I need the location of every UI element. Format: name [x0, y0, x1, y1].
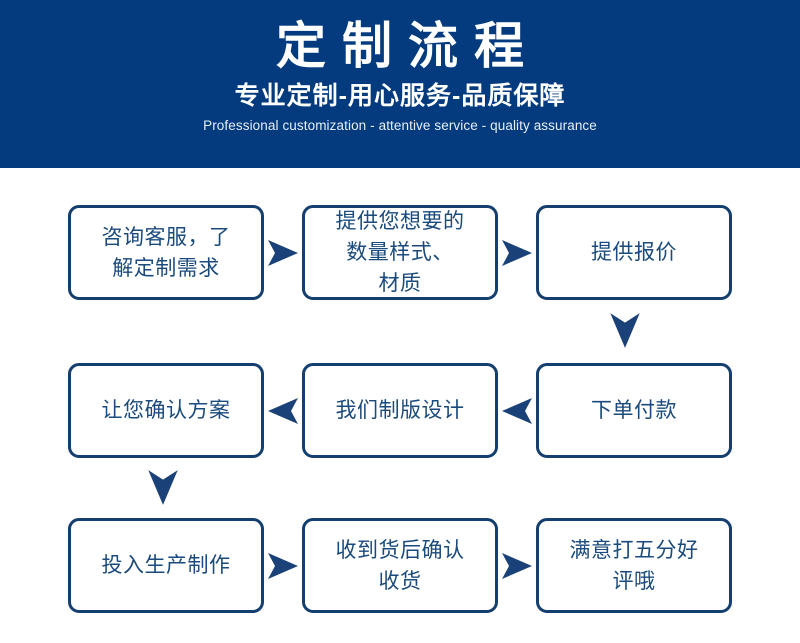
arrow-down-icon-left: [148, 470, 178, 505]
connector-2-2: [264, 363, 302, 458]
flowchart: 咨询客服，了 解定制需求 提供您想要的 数量样式、 材质 提供报价 下单付款: [0, 168, 800, 643]
flow-node-consult[interactable]: 咨询客服，了 解定制需求: [68, 205, 264, 300]
flow-node-provide-specs[interactable]: 提供您想要的 数量样式、 材质: [302, 205, 498, 300]
flow-node-production[interactable]: 投入生产制作: [68, 518, 264, 613]
page-title: 定制流程: [276, 18, 540, 74]
arrow-right-icon: [502, 552, 532, 579]
arrow-left-icon: [502, 397, 532, 424]
banner-subtitle-chinese: 专业定制-用心服务-品质保障: [234, 82, 566, 110]
connector-1-2: [498, 205, 536, 300]
connector-3-1: [264, 518, 302, 613]
connector-1-1: [264, 205, 302, 300]
connector-2-1: [498, 363, 536, 458]
arrow-right-icon: [268, 239, 298, 266]
arrow-right-icon: [268, 552, 298, 579]
flow-node-label: 满意打五分好 评哦: [569, 538, 699, 593]
connector-3-2: [498, 518, 536, 613]
flow-node-quote[interactable]: 提供报价: [536, 205, 732, 300]
header-banner: 定制流程 专业定制-用心服务-品质保障 Professional customi…: [0, 0, 800, 168]
arrow-left-icon: [268, 397, 298, 424]
flow-node-label: 提供您想要的 数量样式、 材质: [335, 210, 465, 295]
flow-node-label: 投入生产制作: [101, 554, 231, 577]
flow-node-label: 下单付款: [591, 399, 677, 422]
arrow-down-icon-right: [610, 313, 640, 348]
flow-node-label: 收到货后确认 收货: [335, 538, 465, 593]
banner-subtitle-english: Professional customization - attentive s…: [203, 118, 597, 133]
flow-node-confirm-receipt[interactable]: 收到货后确认 收货: [302, 518, 498, 613]
flow-node-label: 让您确认方案: [101, 399, 231, 422]
flow-row-3: 投入生产制作 收到货后确认 收货 满意打五分好 评哦: [0, 518, 800, 613]
flow-node-label: 提供报价: [591, 241, 677, 264]
flow-node-label: 我们制版设计: [335, 399, 465, 422]
flow-row-2: 下单付款 我们制版设计 让您确认方案: [0, 363, 800, 458]
arrow-right-icon: [502, 239, 532, 266]
flow-row-1: 咨询客服，了 解定制需求 提供您想要的 数量样式、 材质 提供报价: [0, 205, 800, 300]
flow-node-confirm-plan[interactable]: 让您确认方案: [68, 363, 264, 458]
flow-node-five-star-review[interactable]: 满意打五分好 评哦: [536, 518, 732, 613]
flow-node-plate-design[interactable]: 我们制版设计: [302, 363, 498, 458]
flow-node-place-order-payment[interactable]: 下单付款: [536, 363, 732, 458]
flow-node-label: 咨询客服，了 解定制需求: [101, 225, 231, 280]
